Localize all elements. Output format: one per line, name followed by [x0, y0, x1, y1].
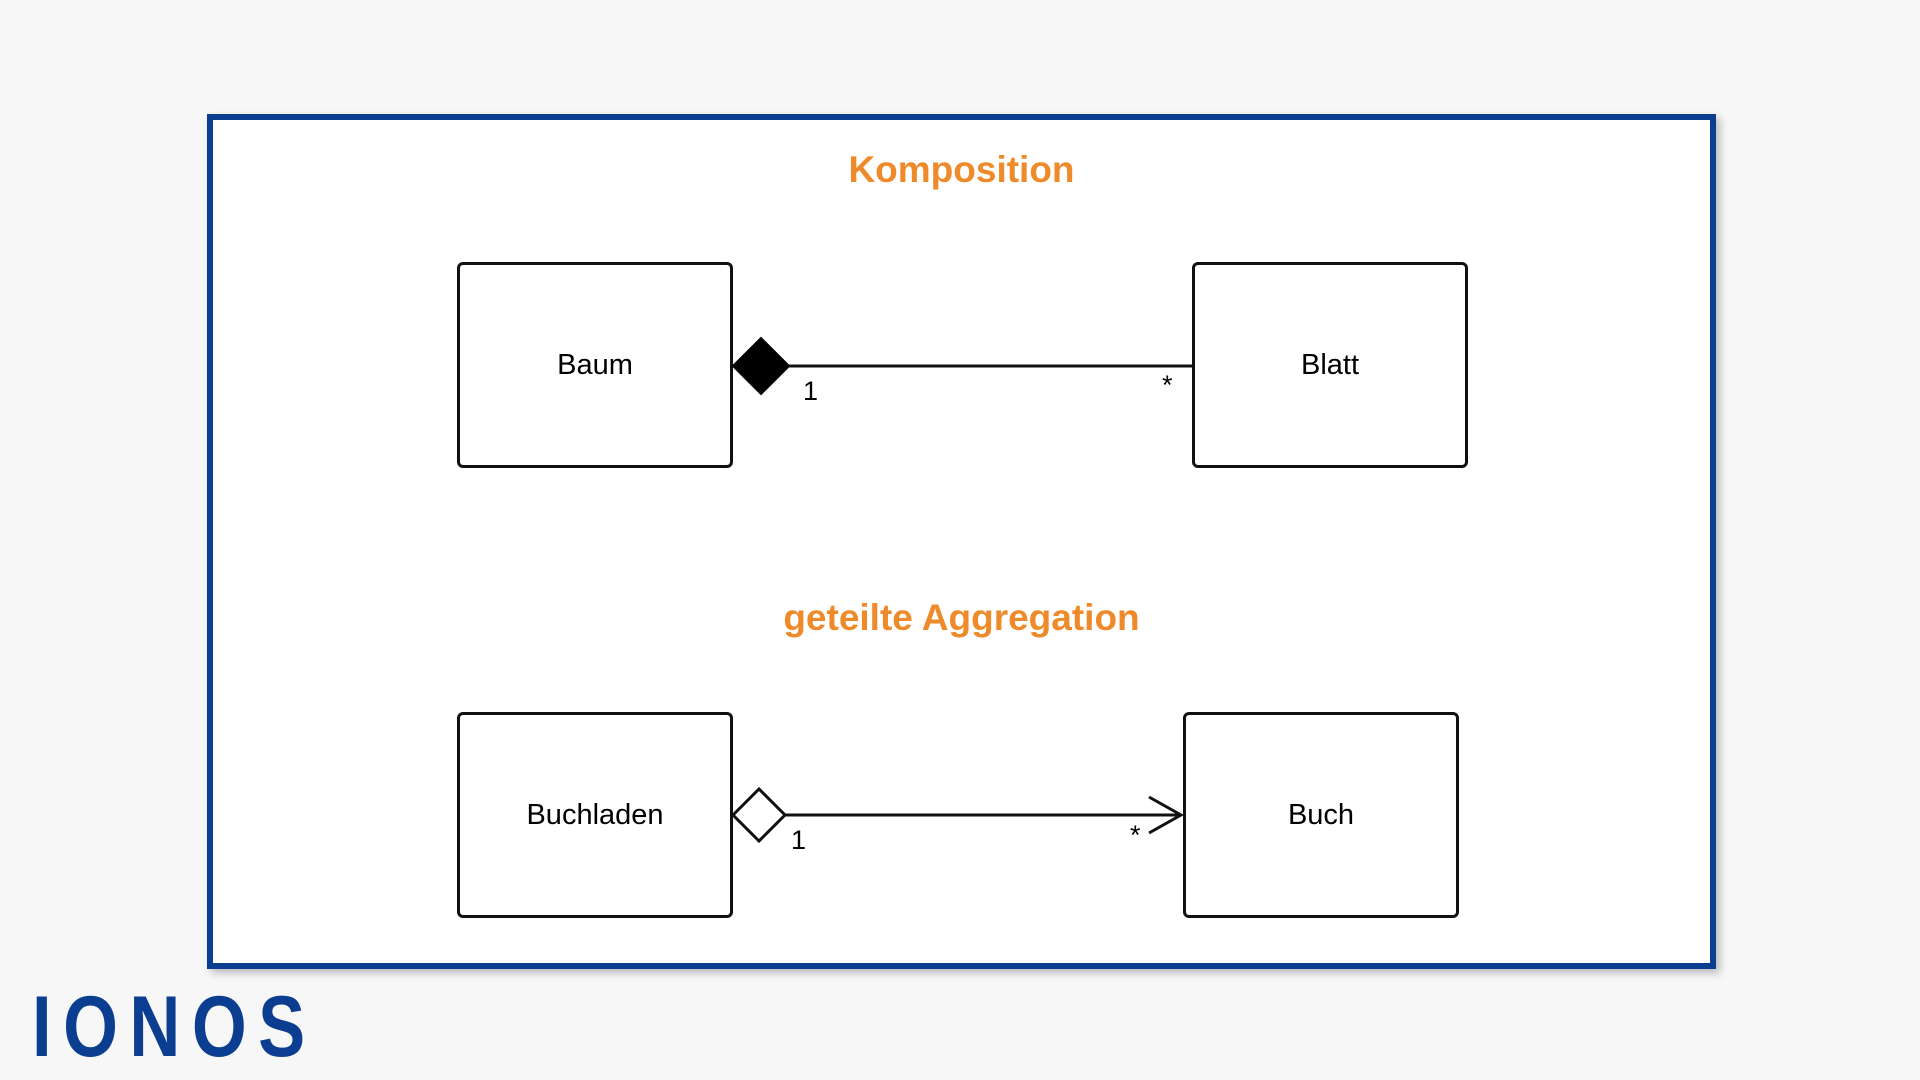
- ionos-logo: IONOS: [32, 979, 317, 1075]
- aggregation-hollow-diamond: [730, 786, 788, 844]
- aggregation-open-arrowhead: [1148, 795, 1185, 835]
- class-baum: Baum: [457, 262, 733, 468]
- composition-whole-multiplicity: 1: [803, 376, 819, 406]
- aggregation-whole-multiplicity: 1: [791, 825, 807, 855]
- composition-part-multiplicity: *: [1162, 370, 1173, 400]
- aggregation-part-multiplicity: *: [1130, 820, 1141, 850]
- connectors: [730, 336, 1192, 844]
- aggregation-title: geteilte Aggregation: [783, 597, 1140, 638]
- class-buchladen: Buchladen: [457, 712, 733, 918]
- composition-filled-diamond: [731, 336, 791, 396]
- class-buch: Buch: [1183, 712, 1459, 918]
- diagram-frame: Komposition Baum Blatt 1 * geteilte Aggr…: [207, 114, 1716, 969]
- class-blatt: Blatt: [1192, 262, 1468, 468]
- composition-title: Komposition: [848, 149, 1075, 190]
